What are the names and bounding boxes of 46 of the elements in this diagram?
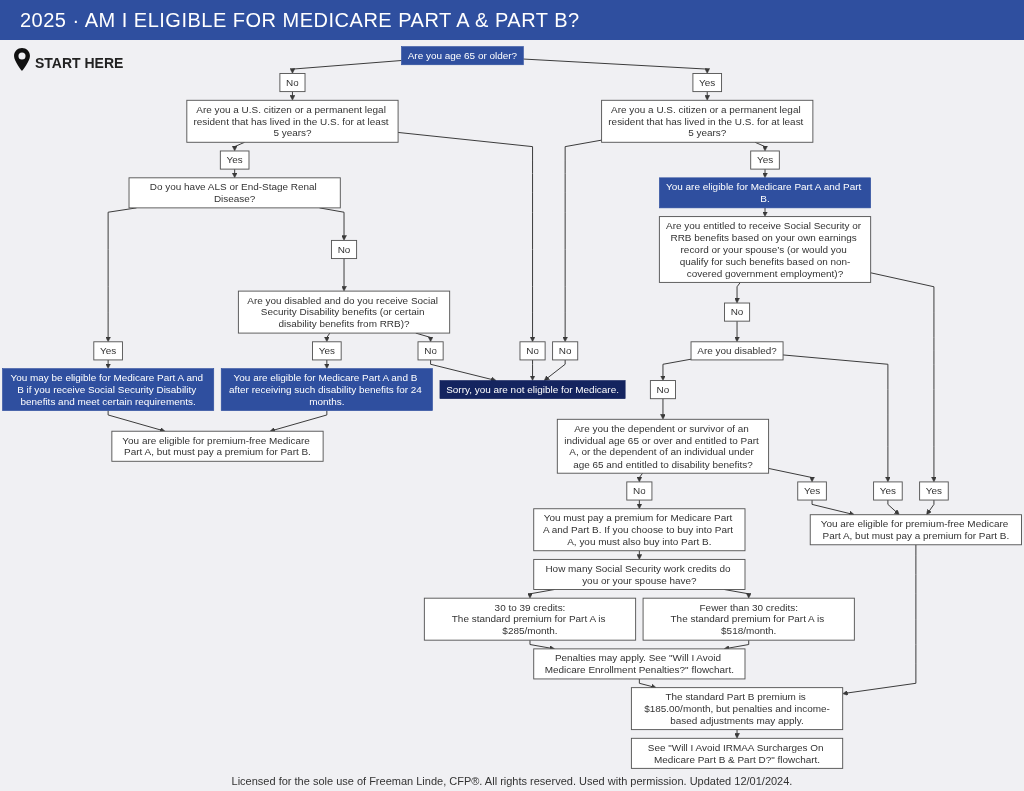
node-box: Yes bbox=[219, 150, 250, 170]
node-box: 30 to 39 credits: The standard premium for Part A is $285/month. bbox=[423, 597, 637, 641]
node-box: Sorry, you are not eligible for Medicare. bbox=[439, 380, 626, 399]
node-box: See "Will I Avoid IRMAA Surcharges On Medicare Part B & Part D?" flowchart. bbox=[630, 737, 844, 769]
copyright-note: Licensed for the sole use of Freeman Linde, CFP®. All rights reserved. Used with permission. Updated 12/01/2024. bbox=[231, 775, 793, 787]
node-box: You are eligible for Medicare Part A and B after receiving such disability benefits for 24 months. bbox=[220, 368, 433, 411]
arrow bbox=[107, 410, 166, 433]
node-box: Yes bbox=[750, 150, 780, 170]
node-box: Penalties may apply. See "Will I Avoid Medicare Enrollment Penalties?" flowchart. bbox=[533, 648, 746, 680]
node-box: No bbox=[331, 239, 358, 260]
node-box: No bbox=[626, 481, 653, 501]
node-box: Are you disabled and do you receive Social Security Disability benefits (or certain disability benefits from RRB)? bbox=[237, 290, 451, 334]
node-box: You are eligible for premium-free Medicare Part A, but must pay a premium for Part B. bbox=[111, 430, 324, 462]
start-label: START HERE bbox=[35, 55, 124, 71]
node-box: Yes bbox=[797, 481, 827, 501]
node-box: No bbox=[519, 341, 546, 361]
node-box: Are you a U.S. citizen or a permanent legal resident that has lived in the U.S. for at least 5 years? bbox=[601, 99, 814, 143]
node-box: Are you a U.S. citizen or a permanent legal resident that has lived in the U.S. for at least 5 years? bbox=[186, 99, 399, 143]
node-box: No bbox=[552, 341, 579, 361]
node-box: Fewer than 30 credits: The standard premium for Part A is $518/month. bbox=[642, 597, 855, 641]
arrow bbox=[324, 332, 331, 343]
node-box: You may be eligible for Medicare Part A and B if you receive Social Security Disability benefits and meet certain requirements. bbox=[2, 368, 215, 411]
node-box: Yes bbox=[93, 341, 123, 361]
node-box: How many Social Security work credits do you or your spouse have? bbox=[533, 558, 746, 590]
node-box: The standard Part B premium is $185.00/month, but penalties and income-based adjustments may apply. bbox=[630, 687, 844, 731]
node-box: Yes bbox=[873, 481, 903, 501]
node-box: Are you disabled? bbox=[690, 341, 784, 361]
node-box: Yes bbox=[919, 481, 949, 501]
node-box: Are you entitled to receive Social Security or RRB benefits based on your own earnings record or your spouse’s (or would you qualify for such benefits based on non-covered government employment)? bbox=[658, 216, 872, 283]
arrow bbox=[289, 91, 296, 101]
node-box: Yes bbox=[692, 73, 723, 93]
title: 2025 · AM I ELIGIBLE FOR MEDICARE PART A & PART B? bbox=[0, 0, 1024, 40]
arrow bbox=[636, 472, 644, 483]
node-box: No bbox=[279, 73, 306, 93]
node-box: Are you age 65 or older? bbox=[401, 46, 524, 66]
node-box: You are eligible for premium-free Medicare Part A, but must pay a premium for Part B. bbox=[809, 514, 1022, 546]
node-box: No bbox=[417, 341, 444, 361]
node-box: You are eligible for Medicare Part A and Part B. bbox=[659, 177, 871, 209]
node-box: No bbox=[724, 302, 751, 322]
node-box: Yes bbox=[312, 341, 342, 361]
node-box: No bbox=[649, 380, 676, 400]
node-box: Are you the dependent or survivor of an individual age 65 or over and entitled to Part A, or the dependent of an individual under age 65 and entitled to disability benefits? bbox=[556, 418, 770, 474]
arrow bbox=[734, 320, 740, 343]
node-box: You must pay a premium for Medicare Part A and Part B. If you choose to buy into Part A, you must also buy into Part B. bbox=[533, 508, 746, 552]
arrow bbox=[734, 729, 740, 739]
node-box: Do you have ALS or End-Stage Renal Disease? bbox=[128, 177, 341, 209]
